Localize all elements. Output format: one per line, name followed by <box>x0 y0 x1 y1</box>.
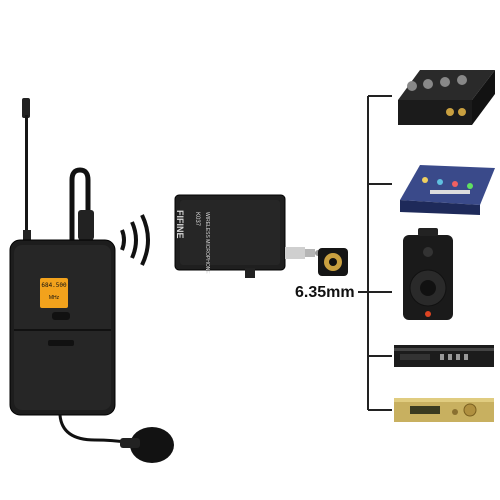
cable-icon <box>69 167 91 245</box>
device-pa-speaker <box>403 228 453 320</box>
connector-icon <box>78 210 94 240</box>
device-power-amplifier <box>394 345 494 367</box>
set-button <box>52 312 70 320</box>
lavalier-mic-icon <box>130 427 174 463</box>
device-karaoke-mixer <box>398 70 495 125</box>
receiver-unit <box>174 194 321 278</box>
device-audio-mixer <box>400 165 495 215</box>
device-av-receiver <box>394 398 494 422</box>
antenna-icon <box>22 98 31 244</box>
receiver-brand: FIFINE <box>175 210 185 239</box>
wireless-signal-icon <box>120 214 150 266</box>
lcd-screen <box>40 278 68 308</box>
jack-icon <box>318 248 348 276</box>
lcd-frequency: 684.500 <box>41 282 67 289</box>
jack-size-label: 6.35mm <box>295 284 355 301</box>
connection-lines <box>358 95 392 411</box>
lcd-unit: MHz <box>48 295 60 301</box>
receiver-label: WIRELESS MICROPHONE <box>204 212 210 274</box>
receiver-model: K037 <box>194 212 200 227</box>
